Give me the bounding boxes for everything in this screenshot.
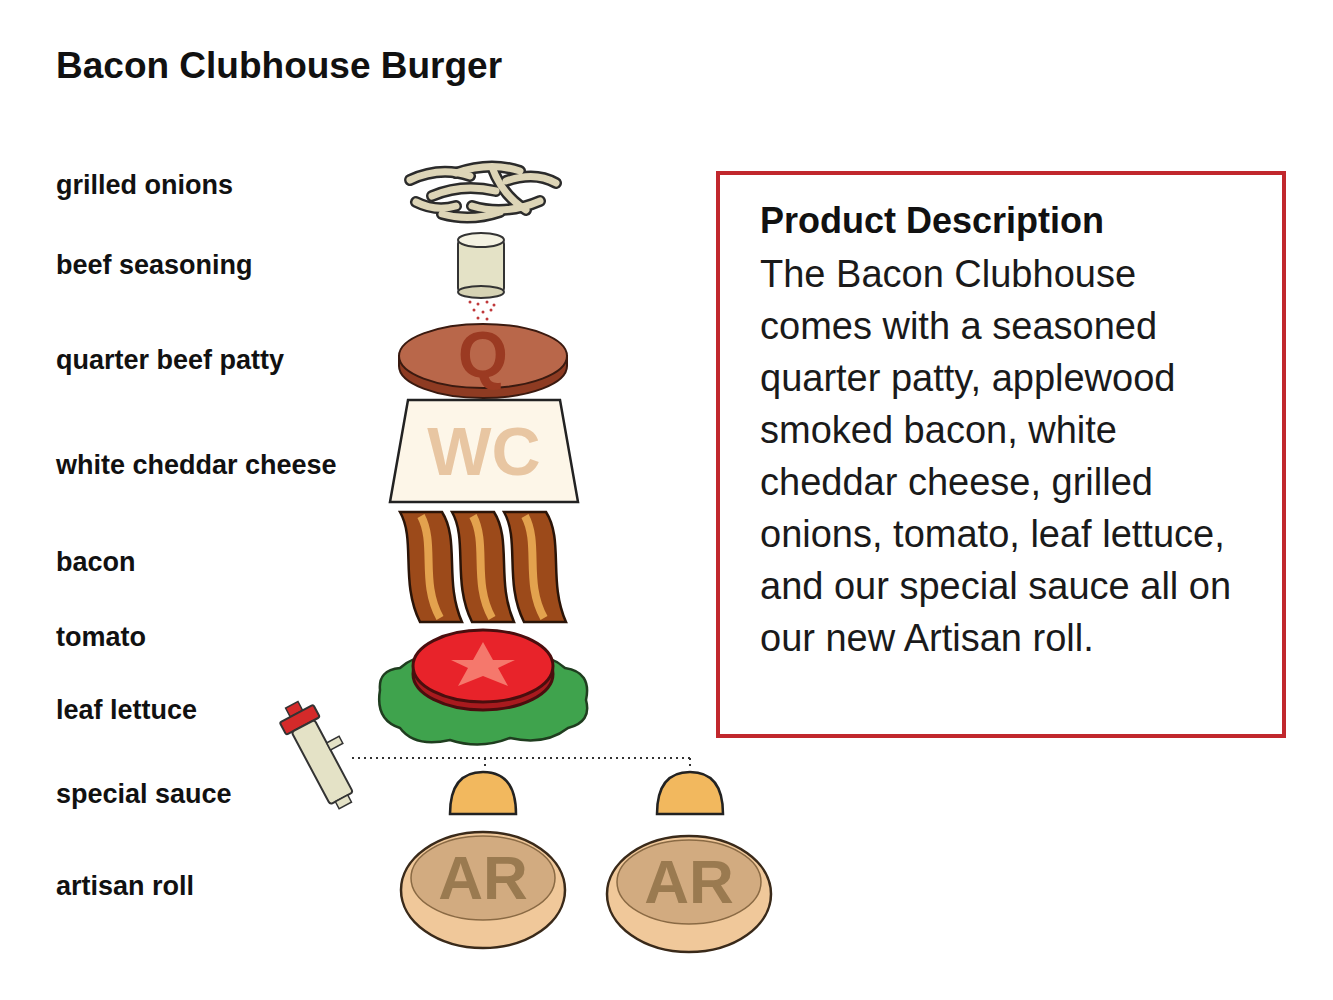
label-slot: special sauce [56,779,232,810]
description-heading: Product Description [760,199,1254,242]
shape-letters: AR [438,847,528,909]
part-label: grilled onions [56,170,233,200]
label-slot: leaf lettuce [56,695,197,726]
label-slot: artisan roll [56,871,194,902]
description-box: Product DescriptionThe Bacon Clubhouse c… [716,171,1286,738]
beef-patty: Q [397,320,569,402]
bun-top [450,772,516,814]
label-slot: tomato [56,622,146,653]
artisan-roll: AR [604,832,774,954]
description-body: The Bacon Clubhouse comes with a seasone… [760,248,1254,664]
part-label: tomato [56,622,146,652]
part-label: bacon [56,547,136,577]
seasoning-shaker [458,233,504,327]
part-label: beef seasoning [56,250,253,280]
part-label: quarter beef patty [56,345,284,375]
tomato-slice [413,630,553,710]
shape-letters: AR [644,851,734,913]
label-slot: bacon [56,547,136,578]
label-slot: beef seasoning [56,250,253,281]
part-label: leaf lettuce [56,695,197,725]
label-slot: white cheddar cheese [56,450,337,481]
shape-letters: Q [458,323,508,387]
bacon-strips [400,512,566,622]
label-slot: grilled onions [56,170,233,201]
sauce-dotted-line [352,758,690,768]
title-slot: Bacon Clubhouse Burger [56,45,502,87]
sauce-bottle [275,692,369,814]
part-label: white cheddar cheese [56,450,337,480]
cheese-slice: WC [388,398,580,504]
diagram-title: Bacon Clubhouse Burger [56,45,502,86]
part-label: artisan roll [56,871,194,901]
artisan-roll: AR [398,828,568,950]
onion-strips [410,166,556,217]
label-slot: quarter beef patty [56,345,284,376]
shape-letters: WC [427,417,540,485]
bun-top [657,772,723,814]
part-label: special sauce [56,779,232,809]
